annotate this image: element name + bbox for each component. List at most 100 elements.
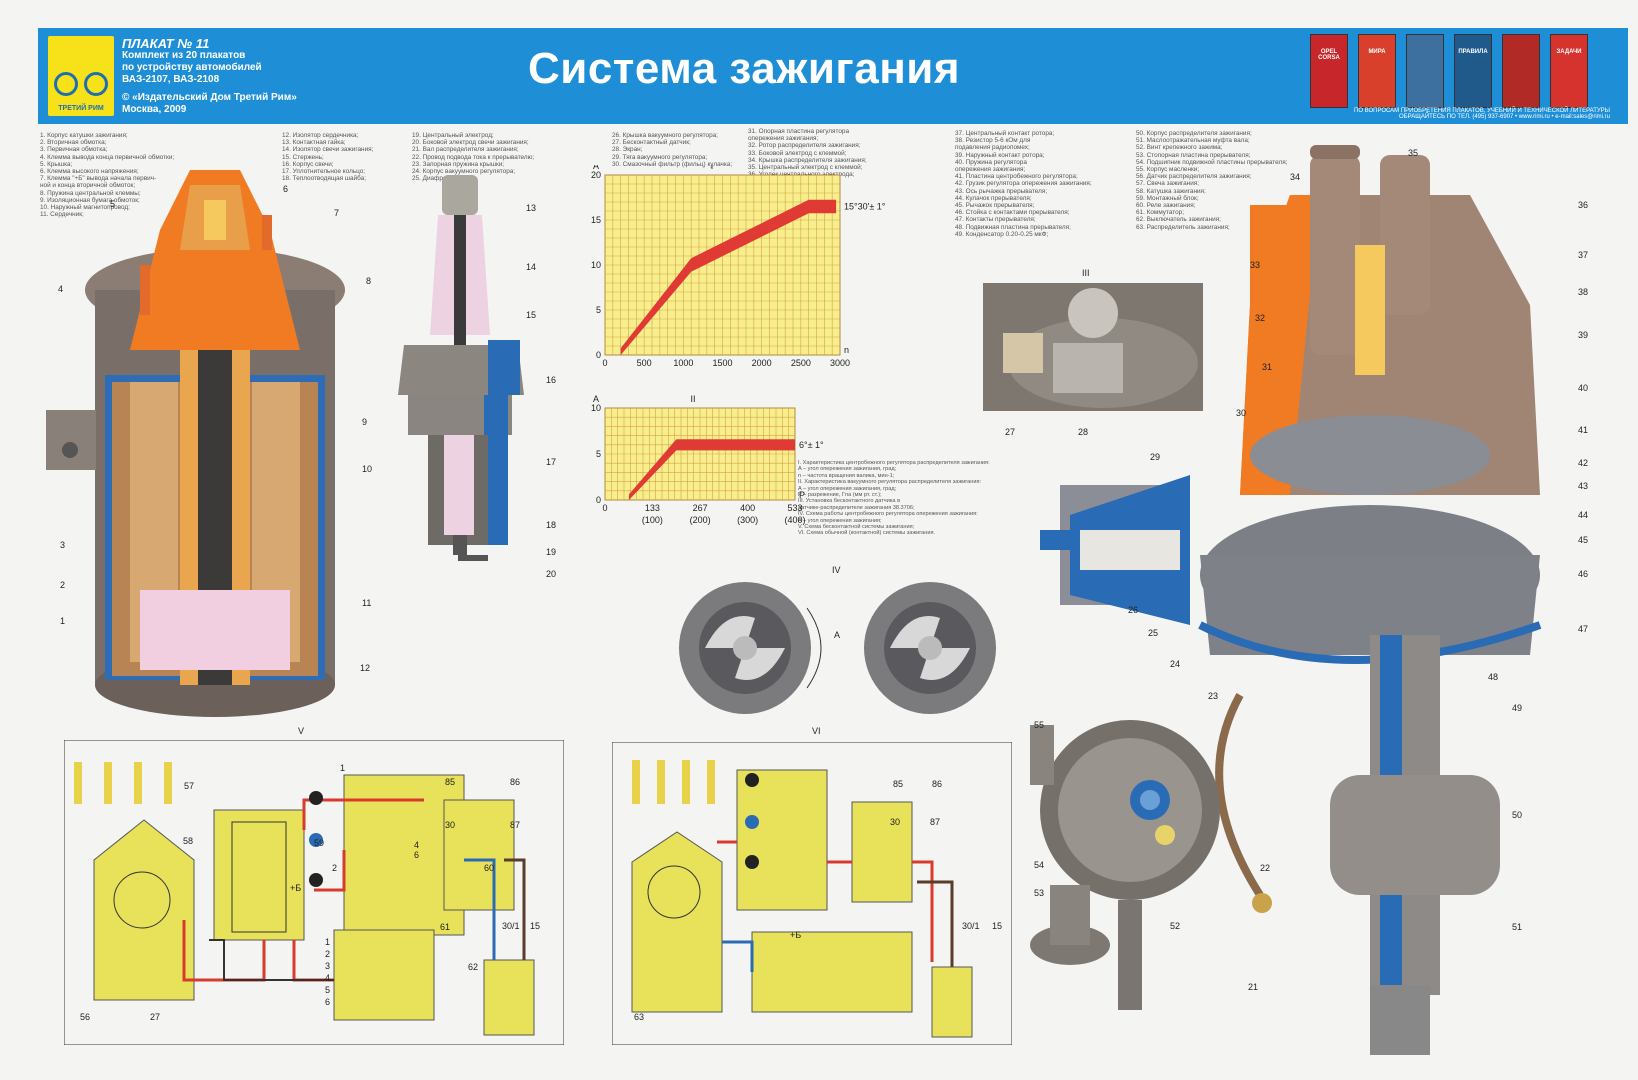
part-label-8: 8 [366,276,372,286]
legend-line: 10. Наружный магнитопровод; [40,204,130,212]
part-label-28: 28 [1078,427,1089,437]
book-cover [1502,34,1540,108]
chart-notes: I. Характеристика центробежного регулято… [798,460,1033,537]
part-label-21: 21 [1248,982,1259,992]
legend-line: подавления радиопомех; [955,144,1030,152]
legend-line: 30. Смазочный фильтр (фильц) кулачка; [612,160,733,168]
commutator-terminal: 4 [325,973,331,983]
legend-line: 5. Крышка; [40,160,73,168]
part-label-52: 52 [1170,921,1181,931]
legend-line: I. Характеристика центробежного регулято… [798,460,990,466]
scheme-vi-relay-86: 86 [932,779,943,789]
scheme-v-plus-b: +Б [290,883,302,893]
legend-line: A – угол опережения зажигания, град; [798,485,897,492]
legend-line: 14. Изолятор свечи зажигания; [282,146,374,154]
part-label-1: 1 [60,616,66,626]
legend-line: 9. Изоляционная бумага обмоток; [40,196,140,204]
books-caption: ПО ВОПРОСАМ ПРИОБРЕТЕНИЯ ПЛАКАТОВ, УЧЕБН… [1354,108,1610,120]
chart-x-tick-secondary: (200) [690,515,711,525]
part-label-58: 58 [183,836,194,846]
part-label-10: 10 [362,464,373,474]
chart-title: I [711,165,714,171]
legend-line: 25. Диафрагма; [412,175,459,183]
legend-col-2: 12. Изолятор сердечника;13. Контактная г… [282,132,402,182]
legend-line: 41. Пластина центробежного регулятора; [955,173,1078,181]
legend-line: 6. Клемма высокого напряжения; [40,168,139,176]
roman-iv: IV [832,565,841,575]
chart-y-tick: 10 [591,403,601,413]
part-label-43: 43 [1578,481,1589,491]
set-line-1: Комплект из 20 плакатов [122,50,246,61]
logo-caption: ТРЕТИЙ РИМ [58,105,104,112]
legend-line: 61. Коммутатор; [1136,209,1184,217]
legend-line: III. Установка бесконтактного датчика в [798,498,901,505]
part-label-31: 31 [1262,362,1273,372]
commutator-terminal: 3 [325,961,331,971]
scheme-v-term-1: 1 [340,763,346,773]
chart-annotation: 6°± 1° [799,440,824,450]
chart-x-label: n [844,345,849,355]
part-label-59: 59 [314,838,325,848]
part-label-14: 14 [526,262,537,272]
legend-col-3: 19. Центральный электрод;20. Боковой эле… [412,132,612,182]
part-label-34: 34 [1290,172,1301,182]
legend-line: 34. Крышка распределителя зажигания; [748,156,867,164]
scheme-v-relay-86: 86 [510,777,521,787]
legend-line: 18. Теплоотводящая шайба; [282,175,366,183]
scheme-v-term-6: 6 [414,850,420,860]
legend-line: 12. Изолятор сердечника; [282,132,359,139]
scheme-v-relay-85: 85 [445,777,456,787]
part-label-27: 27 [1005,427,1016,437]
scheme-vi-relay-30: 30 [890,817,901,827]
chart-x-label: P [799,490,805,500]
roman-vi: VI [812,726,821,736]
book-cover-title: ПРАВИЛА [1458,49,1488,55]
part-label-29: 29 [1150,452,1161,462]
chart-x-tick: 133 [645,503,660,513]
chart-x-tick-secondary: (100) [642,515,663,525]
book-cover: ЗАДАЧИ [1550,34,1588,108]
part-label-47: 47 [1578,624,1589,634]
part-label-4: 4 [58,284,64,294]
chart-x-tick: 0 [602,503,607,513]
legend-line: 59. Монтажный блок; [1136,194,1199,202]
part-label-51: 51 [1512,922,1523,932]
centrifugal-regulator-drawing [679,582,996,714]
part-label-46: 46 [1578,569,1589,579]
legend-col-6: 37. Центральный контакт ротора;38. Резис… [955,130,1135,238]
scheme-vi-switch-15: 15 [992,921,1003,931]
part-label-60: 60 [484,863,495,873]
scheme-vi-plus-b: +Б [790,930,802,940]
part-label-5: 5 [110,199,116,209]
part-label-7: 7 [334,208,340,218]
roman-iii: III [1082,268,1090,278]
legend-col-7: 50. Корпус распределителя зажигания;51. … [1136,130,1326,231]
legend-line: 58. Катушка зажигания; [1136,187,1206,195]
part-label-15: 15 [526,310,537,320]
chart-y-tick: 15 [591,215,601,225]
wheel-icon [54,72,78,96]
legend-line: 8. Пружина центральной клеммы; [40,189,141,197]
part-label-45: 45 [1578,535,1589,545]
chart-y-label: A [593,394,599,404]
legend-line: 56. Датчик распределителя зажигания; [1136,173,1252,181]
commutator-terminal: 2 [325,949,331,959]
legend-line: A – угол опережения зажигания; [798,517,882,524]
legend-line: 39. Наружный контакт ротора; [955,151,1045,159]
sensor-drawing [983,283,1203,411]
part-label-55: 55 [1034,720,1045,730]
legend-line: 37. Центральный контакт ротора; [955,130,1055,137]
legend-line: 45. Рычажок прерывателя; [955,202,1035,210]
commutator-terminal: 6 [325,997,331,1007]
part-label-11: 11 [362,598,372,608]
book-cover-title: ЗАДАЧИ [1556,49,1582,55]
legend-line: 13. Контактная гайка; [282,139,346,147]
part-label-48: 48 [1488,672,1499,682]
legend-line: 57. Свеча зажигания; [1136,180,1200,188]
scheme-v-relay-87: 87 [510,820,521,830]
poster-number: ПЛАКАТ № 11 [122,36,210,51]
chart-x-tick: 400 [740,503,755,513]
scheme-v-term-4: 4 [414,840,420,850]
part-label-63: 63 [634,1012,645,1022]
chart-y-tick: 5 [596,449,601,459]
